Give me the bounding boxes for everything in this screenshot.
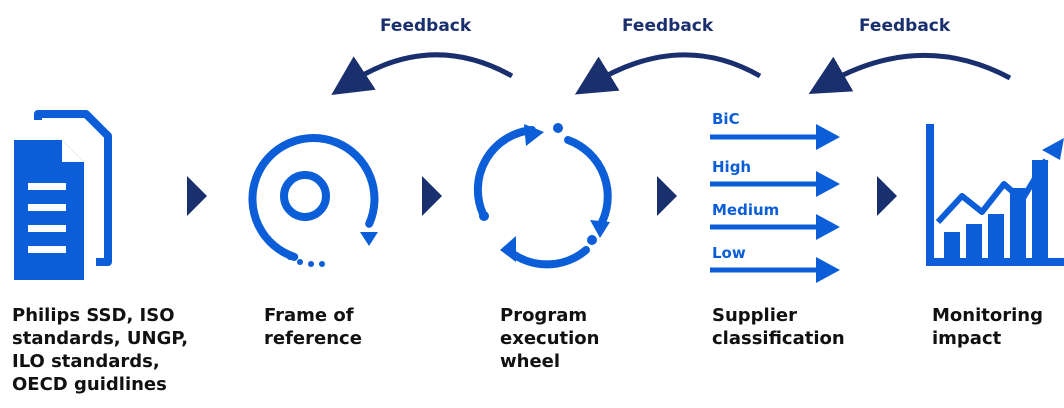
classification-label-medium: Medium [712,201,780,219]
classification-label-low: Low [712,244,746,262]
feedback-arrow-2 [574,52,762,95]
classification-label-high: High [712,158,752,176]
feedback-arrow-3 [808,52,1012,94]
feedback-arrow-1 [331,52,514,95]
documents-icon [14,110,112,280]
step-label-standards: Philips SSD, ISO standards, UNGP, ILO st… [12,305,189,395]
chevron-right-icon [877,176,897,216]
chevron-right-icon [657,176,677,216]
bar-chart-trend-icon [926,124,1064,266]
feedback-label-3: Feedback [859,16,951,36]
classification-label-bic: BiC [712,110,740,128]
step-label-program-execution-wheel: Program execution wheel [500,305,600,372]
feedback-label-2: Feedback [622,16,714,36]
step-label-monitoring-impact: Monitoring impact [932,305,1043,349]
target-circle-icon [248,134,379,267]
classification-arrows-icon [710,124,840,283]
chevron-right-icon [422,176,442,216]
step-label-supplier-classification: Supplier classification [712,305,845,349]
step-label-frame-of-reference: Frame of reference [264,305,362,349]
chevron-right-icon [187,176,207,216]
cycle-arrows-icon [473,123,612,269]
feedback-label-1: Feedback [380,16,472,36]
